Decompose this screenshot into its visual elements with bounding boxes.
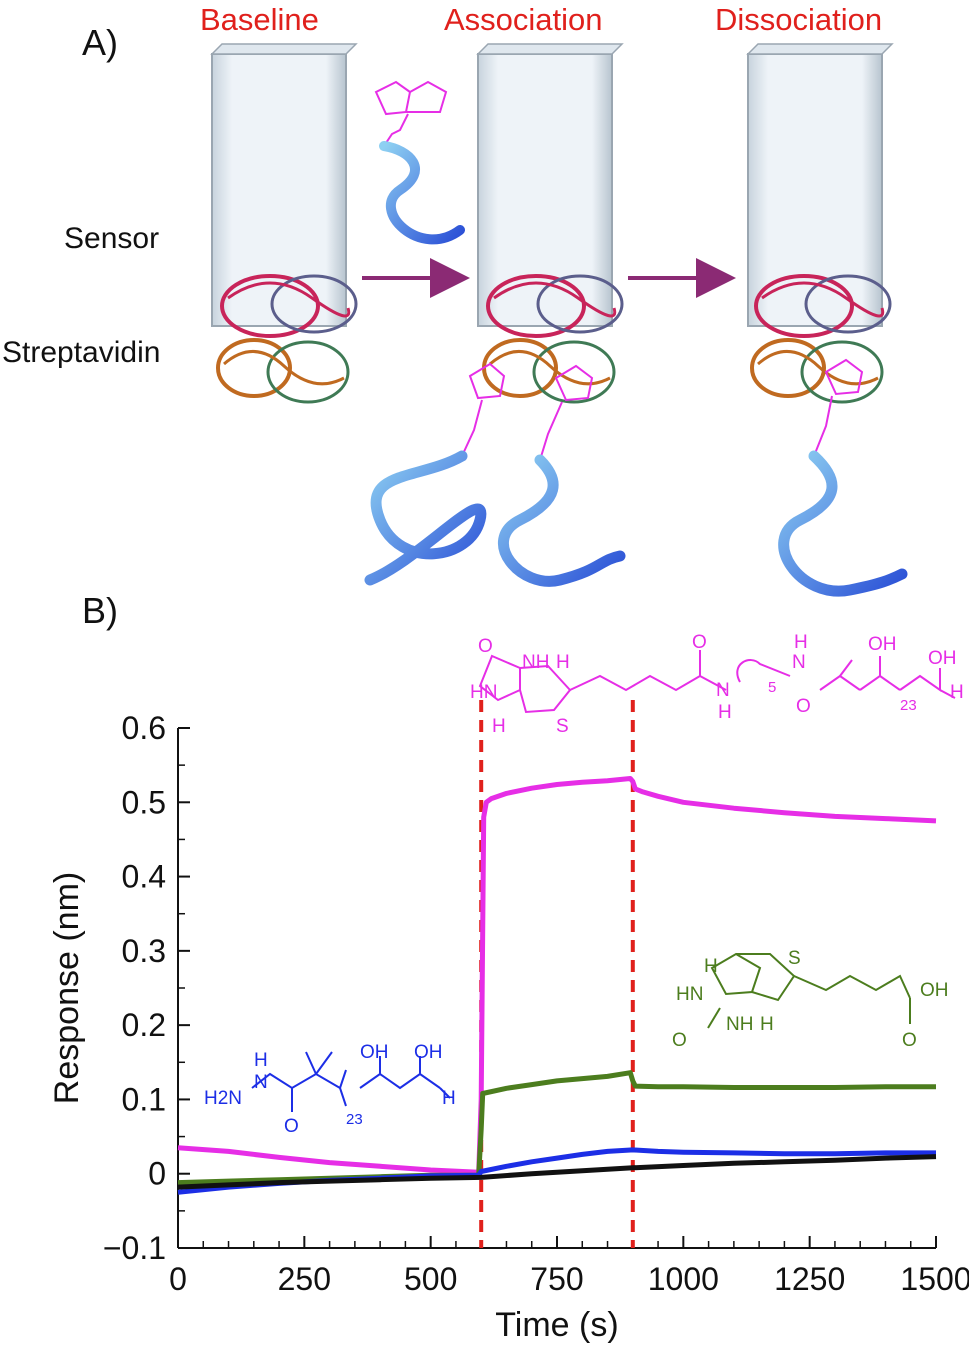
sensor-tip-association <box>476 43 624 327</box>
magenta-atom: O <box>478 636 493 657</box>
panel-a-label: A) <box>82 22 118 63</box>
x-tick-label: 1500 <box>900 1261 969 1297</box>
magenta-atom: N <box>716 680 730 701</box>
phase-baseline-label: Baseline <box>200 2 319 37</box>
green-atom: O <box>672 1030 687 1051</box>
green-atom: OH <box>920 980 949 1001</box>
green-atom: H <box>704 956 718 977</box>
y-tick-label: 0.1 <box>122 1081 166 1117</box>
series-line <box>177 1154 937 1190</box>
series-line <box>177 776 937 1175</box>
magenta-structure: O NH H HN H S O N H 5 N H O OH 23 OH H <box>470 632 964 737</box>
blue-atom: H <box>442 1088 456 1109</box>
y-tick-label: 0.3 <box>122 933 166 969</box>
phase-dissociation-label: Dissociation <box>715 2 883 37</box>
magenta-atom: H <box>492 716 506 737</box>
y-axis-title: Response (nm) <box>48 872 86 1104</box>
magenta-atom: NH <box>522 652 549 673</box>
blue-atom: N <box>254 1072 268 1093</box>
phase-association-label: Association <box>444 2 603 37</box>
magenta-atom: H <box>950 682 964 703</box>
sensor-tip-baseline <box>210 43 358 327</box>
green-atom: NH <box>726 1014 753 1035</box>
blue-atom: H <box>254 1050 268 1071</box>
magenta-atom: HN <box>470 682 497 703</box>
blue-atom: 23 <box>346 1111 363 1128</box>
sensor-label: Sensor <box>64 222 160 255</box>
y-tick-label: 0.4 <box>122 859 166 895</box>
green-atom: HN <box>676 984 703 1005</box>
green-atom: O <box>902 1030 917 1051</box>
blue-structure: H N H2N O OH 23 OH H <box>204 1042 456 1137</box>
magenta-atom: H <box>794 632 808 653</box>
streptavidin-association <box>482 274 624 404</box>
blue-atom: O <box>284 1116 299 1137</box>
green-atom: S <box>788 948 801 969</box>
magenta-atom: S <box>556 716 569 737</box>
magenta-atom: N <box>792 652 806 673</box>
streptavidin-baseline <box>216 274 358 404</box>
magenta-atom: O <box>692 632 707 653</box>
magenta-atom: OH <box>868 634 897 655</box>
green-atom: H <box>760 1014 774 1035</box>
green-structure: H S HN NH H O OH O <box>672 948 949 1051</box>
streptavidin-dissociation <box>750 274 892 404</box>
magenta-atom: 23 <box>900 697 917 714</box>
y-tick-label: 0 <box>148 1156 166 1192</box>
x-tick-label: 750 <box>530 1261 583 1297</box>
y-tick-label: 0.6 <box>122 710 166 746</box>
x-tick-label: 1250 <box>774 1261 845 1297</box>
free-biotin-peg <box>374 80 465 245</box>
magenta-atom: OH <box>928 648 957 669</box>
blue-atom: OH <box>414 1042 443 1063</box>
magenta-atom: H <box>718 702 732 723</box>
y-tick-label: −0.1 <box>103 1230 166 1266</box>
blue-atom: OH <box>360 1042 389 1063</box>
y-tick-label: 0.2 <box>122 1007 166 1043</box>
x-tick-label: 500 <box>404 1261 457 1297</box>
magenta-atom: 5 <box>768 679 776 696</box>
schematic-illustration <box>210 43 908 597</box>
blue-atom: H2N <box>204 1088 242 1109</box>
x-tick-label: 250 <box>278 1261 331 1297</box>
sensor-tip-dissociation <box>746 43 894 327</box>
x-axis-title: Time (s) <box>495 1306 618 1344</box>
streptavidin-label: Streptavidin <box>2 336 161 369</box>
bound-biotin-peg-dissociation <box>778 358 908 597</box>
x-tick-label: 1000 <box>648 1261 719 1297</box>
bound-biotin-peg-association <box>364 362 626 587</box>
magenta-atom: O <box>796 696 811 717</box>
x-tick-label: 0 <box>169 1261 187 1297</box>
magenta-atom: H <box>556 652 570 673</box>
panel-b-label: B) <box>82 590 118 631</box>
y-tick-label: 0.5 <box>122 784 166 820</box>
